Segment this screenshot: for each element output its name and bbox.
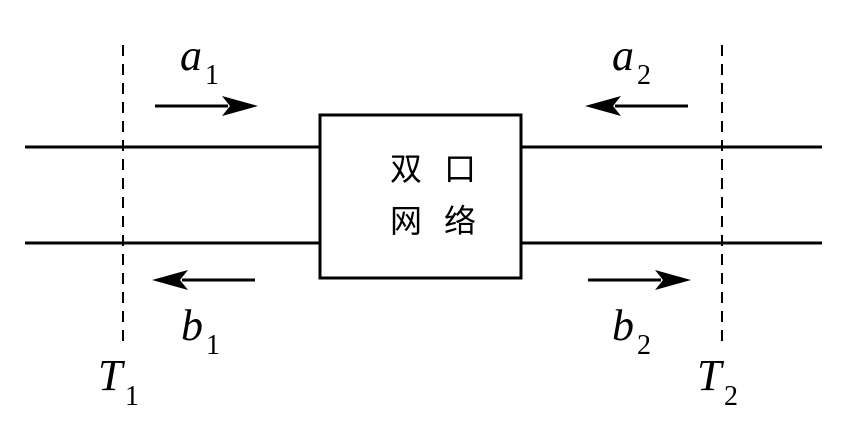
label-t1-base: T (98, 351, 126, 400)
label-b1: b 1 (181, 301, 220, 361)
label-t1: T 1 (98, 351, 139, 412)
label-a2-sub: 2 (637, 60, 651, 91)
label-t2-sub: 2 (724, 381, 738, 412)
arrow-b2 (588, 270, 691, 290)
label-a1-sub: 1 (205, 60, 219, 91)
label-a1: a 1 (180, 31, 219, 91)
label-a2-base: a (612, 31, 634, 80)
arrow-a2 (585, 96, 688, 116)
label-b1-sub: 1 (206, 330, 220, 361)
box-char-3: 网 (390, 202, 422, 240)
label-a2: a 2 (612, 31, 651, 91)
label-t2: T 2 (697, 351, 738, 412)
arrow-b1 (152, 270, 255, 290)
arrow-a1 (155, 96, 258, 116)
label-b2: b 2 (612, 301, 651, 361)
box-char-1: 双 (390, 150, 422, 188)
label-t1-sub: 1 (125, 381, 139, 412)
box-char-4: 络 (444, 202, 476, 240)
label-b2-base: b (612, 301, 634, 350)
box-char-2: 口 (444, 150, 476, 188)
network-box (318, 113, 523, 280)
label-b1-base: b (181, 301, 203, 350)
label-b2-sub: 2 (637, 330, 651, 361)
label-a1-base: a (180, 31, 202, 80)
label-t2-base: T (697, 351, 725, 400)
